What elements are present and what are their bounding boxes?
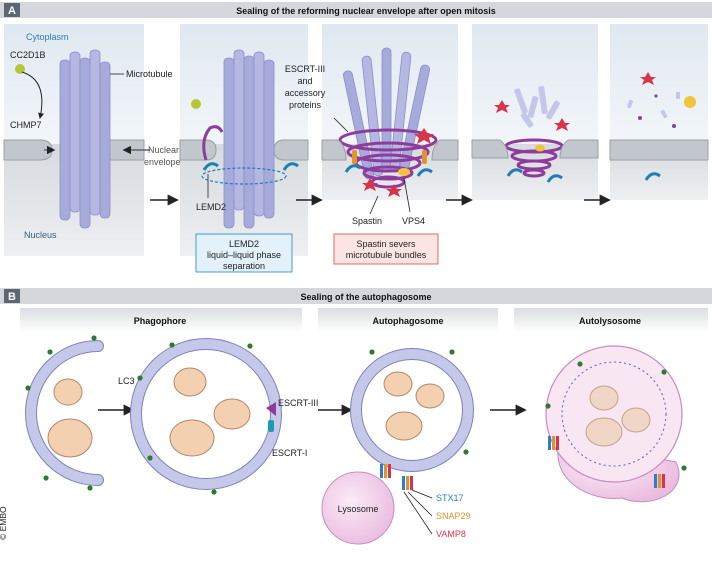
microtubule-bundle-stage3 (342, 47, 430, 180)
lysosome (321, 471, 395, 545)
vps4-icon (398, 168, 410, 176)
phagophore-closing (130, 338, 282, 495)
panel-b-letter-box (4, 289, 20, 303)
debris-stage5 (626, 92, 680, 128)
chmp7-label: CHMP7 (10, 120, 42, 130)
vamp8-leader (403, 491, 433, 535)
escrt-label-4: proteins (289, 100, 322, 110)
escrt-leader (333, 117, 349, 133)
vps4-icon-stage5 (684, 96, 696, 108)
panel-a-header (0, 2, 712, 18)
escrt1-icon (268, 420, 274, 432)
autophagosome-header (318, 308, 498, 332)
autolysosome (545, 345, 687, 503)
spastin-icon-5 (554, 118, 570, 131)
lemd2-icon-stage5 (644, 172, 661, 181)
stx17-leader (411, 489, 433, 499)
autophagosome-title: Autophagosome (373, 316, 444, 326)
lemd2-callout-line2: liquid–liquid phase (207, 250, 281, 260)
lemd2-ring (201, 167, 287, 185)
snap29-leader (407, 491, 433, 517)
lemd2-icon-stage4-right (546, 174, 563, 183)
escrt-iii-spiral-stage4 (504, 138, 564, 178)
stx17-label: STX17 (436, 493, 464, 503)
chmp7-polymer (202, 125, 224, 161)
spastin-icon-6 (640, 72, 656, 85)
phagophore-title: Phagophore (134, 316, 187, 326)
panel-a-title: Sealing of the reforming nuclear envelop… (236, 6, 496, 16)
microtubule-fragments-stage4 (514, 85, 560, 128)
spastin-label: Spastin (352, 216, 382, 226)
spastin-leader (369, 195, 379, 215)
escrt3-label: ESCRT-III (278, 398, 318, 408)
microtubule-label: Microtubule (126, 69, 173, 79)
escrt-accessory-right (422, 150, 427, 164)
autolysosome-header (514, 308, 708, 332)
nuclear-envelope-stage3 (321, 139, 459, 161)
stage-a4 (472, 24, 598, 200)
panel-a-letter-box (4, 3, 20, 17)
panel-b-title: Sealing of the autophagosome (300, 292, 431, 302)
escrt3-icon (266, 402, 276, 416)
escrt1-label: ESCRT-I (272, 448, 307, 458)
escrt-label-2: and (297, 76, 312, 86)
escrt-accessory-left (352, 150, 357, 164)
panel-a: A Sealing of the reforming nuclear envel… (0, 2, 712, 273)
vps4-leader (403, 177, 411, 213)
nuclear-envelope-stage5 (609, 139, 709, 161)
panel-b: B Sealing of the autophagosome Phagophor… (0, 288, 712, 545)
spastin-callout-line1: Spastin severs (356, 239, 416, 249)
panel-a-letter: A (8, 5, 16, 17)
lemd2-right-icon (282, 162, 299, 171)
snare-complex (380, 464, 413, 490)
snap29-label: SNAP29 (436, 511, 471, 521)
spastin-icon-2 (362, 178, 378, 191)
lc3-label: LC3 (118, 376, 135, 386)
nuclear-envelope-label-2: envelope (144, 157, 181, 167)
vps4-icon-stage4 (535, 144, 545, 152)
credit-label: © EMBO (0, 506, 8, 540)
lemd2-left-icon (202, 162, 219, 171)
lemd2-callout-line3: separation (223, 261, 265, 271)
lemd2-icon-stage4-left (506, 168, 523, 177)
lemd2-callout: LEMD2 liquid–liquid phase separation (195, 233, 293, 273)
autolysosome-title: Autolysosome (579, 316, 641, 326)
nuclear-envelope-stage4 (471, 139, 599, 159)
spastin-icon-4 (494, 100, 510, 113)
microtubule-bundle-stage1 (59, 49, 111, 229)
escrt-label-3: accessory (285, 88, 326, 98)
snare-complex-autolysosome (548, 436, 665, 488)
spastin-callout: Spastin severs microtubule bundles (333, 233, 439, 265)
cc2d1b-icon-2 (191, 99, 201, 109)
lemd2-icon-stage3-right (416, 168, 433, 177)
nuclear-envelope-label-1: Nuclear (148, 145, 179, 155)
spastin-icon-1 (414, 128, 434, 144)
spastin-callout-line2: microtubule bundles (346, 250, 427, 260)
cc2d1b-arrow (21, 71, 44, 119)
spastin-icon-3 (386, 184, 402, 197)
autophagosome (350, 348, 474, 472)
vps4-label: VPS4 (402, 216, 425, 226)
lysosome-label: Lysosome (338, 504, 379, 514)
nucleus-label: Nucleus (24, 230, 57, 240)
vamp8-label: VAMP8 (436, 529, 466, 539)
cc2d1b-icon (15, 64, 25, 74)
phagophore-header (20, 308, 302, 332)
lemd2-icon-stage3-left (344, 164, 361, 173)
lemd2-label: LEMD2 (196, 202, 226, 212)
microtubule-bundle-stage2 (223, 49, 275, 229)
lemd2-callout-line1: LEMD2 (229, 239, 259, 249)
phagophore-open (25, 335, 104, 491)
nuclear-envelope-stage2 (179, 139, 309, 161)
panel-b-letter: B (8, 291, 16, 303)
panel-b-header (0, 288, 712, 304)
cc2d1b-label: CC2D1B (10, 50, 46, 60)
escrt-label-1: ESCRT-III (285, 64, 325, 74)
cytoplasm-label: Cytoplasm (26, 32, 69, 42)
